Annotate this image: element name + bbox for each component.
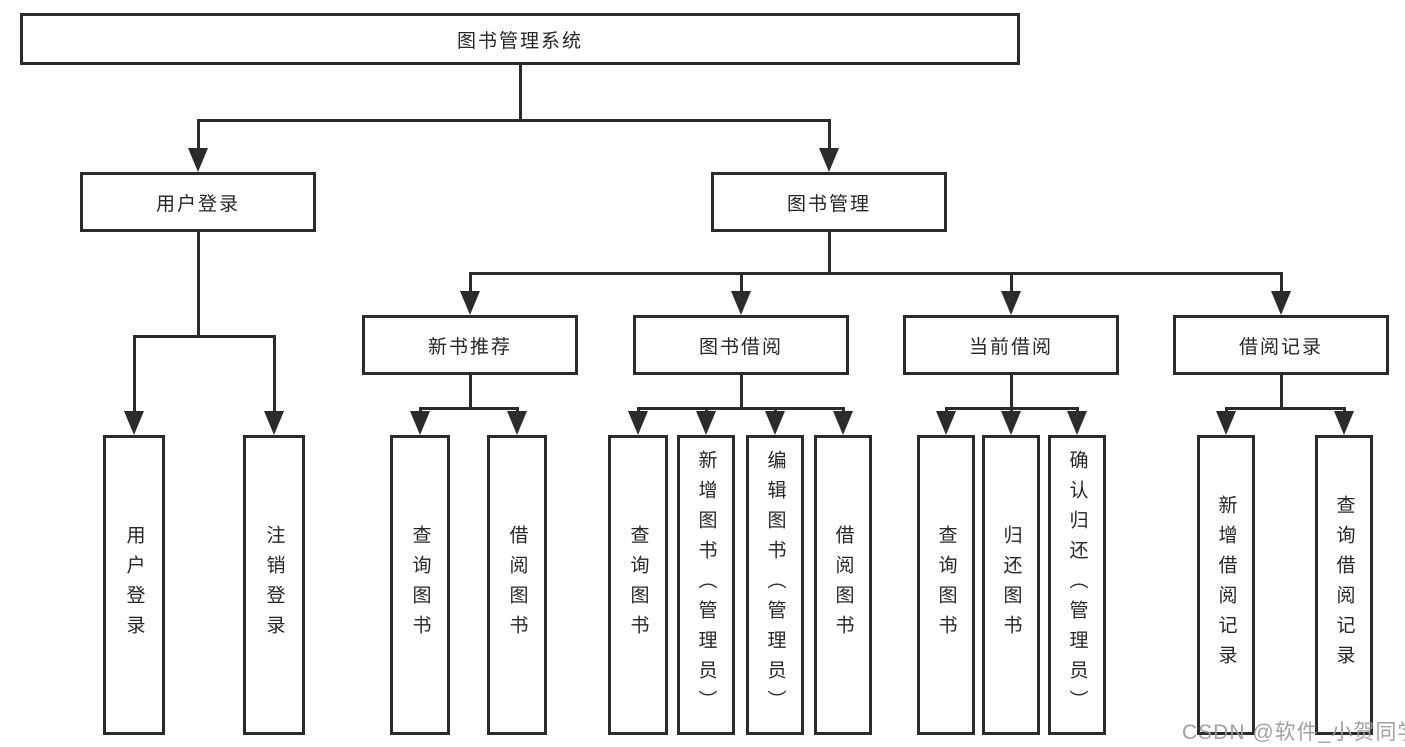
arrowhead-down-icon: [507, 411, 527, 435]
connector-line: [469, 375, 472, 407]
leaf-borrow-borrow-books: 借阅图书: [814, 435, 872, 735]
connector-line: [519, 65, 522, 119]
connector-line: [419, 407, 519, 410]
connector-line: [469, 272, 472, 293]
arrowhead-down-icon: [124, 411, 144, 435]
node-book-management: 图书管理: [711, 172, 947, 232]
node-label: 注销登录: [263, 525, 285, 645]
connector-line: [197, 232, 200, 335]
node-user-login: 用户登录: [80, 172, 316, 232]
connector-line: [133, 335, 275, 338]
leaf-borrow-add-books-admin: 新增图书（管理员）: [677, 435, 735, 735]
leaf-logout-login: 注销登录: [243, 435, 305, 735]
node-label: 用户登录: [123, 525, 145, 645]
connector-line: [1280, 272, 1283, 293]
node-label: 图书借阅: [698, 336, 783, 358]
arrowhead-down-icon: [188, 148, 208, 172]
connector-line: [740, 375, 743, 407]
node-label: 新增图书（管理员）: [695, 450, 717, 720]
node-label: 借阅记录: [1238, 336, 1323, 358]
arrowhead-down-icon: [410, 411, 430, 435]
node-label: 编辑图书（管理员）: [764, 450, 786, 720]
node-label: 归还图书: [1000, 525, 1022, 645]
node-label: 查询图书: [409, 525, 431, 645]
node-borrowing-records: 借阅记录: [1173, 315, 1389, 375]
connector-line: [197, 119, 831, 122]
connector-line: [133, 335, 136, 413]
arrowhead-down-icon: [731, 291, 751, 315]
leaf-newrec-query-books: 查询图书: [390, 435, 450, 735]
node-label: 借阅图书: [506, 525, 528, 645]
arrowhead-down-icon: [696, 411, 716, 435]
leaf-borrow-edit-books-admin: 编辑图书（管理员）: [746, 435, 804, 735]
connector-line: [1225, 407, 1346, 410]
node-label: 新书推荐: [427, 336, 512, 358]
arrowhead-down-icon: [1067, 411, 1087, 435]
connector-line: [1280, 375, 1283, 407]
arrowhead-down-icon: [765, 411, 785, 435]
arrowhead-down-icon: [264, 411, 284, 435]
connector-line: [828, 232, 831, 272]
node-label: 查询图书: [935, 525, 957, 645]
leaf-newrec-borrow-books: 借阅图书: [487, 435, 547, 735]
connector-line: [197, 119, 200, 152]
node-label: 当前借阅: [968, 336, 1053, 358]
connector-line: [1010, 272, 1013, 293]
arrowhead-down-icon: [833, 411, 853, 435]
arrowhead-down-icon: [460, 291, 480, 315]
arrowhead-down-icon: [1001, 291, 1021, 315]
arrowhead-down-icon: [819, 148, 839, 172]
connector-line: [273, 335, 276, 413]
node-current-borrowing: 当前借阅: [903, 315, 1119, 375]
connector-line: [637, 407, 845, 410]
leaf-current-confirm-return-admin: 确认归还（管理员）: [1048, 435, 1106, 735]
leaf-records-query-borrow-record: 查询借阅记录: [1315, 435, 1373, 735]
leaf-current-query-books: 查询图书: [917, 435, 975, 735]
node-label: 图书管理系统: [456, 30, 583, 52]
node-new-book-recommendation: 新书推荐: [362, 315, 578, 375]
node-label: 借阅图书: [832, 525, 854, 645]
node-label: 新增借阅记录: [1215, 495, 1237, 675]
arrowhead-down-icon: [1216, 411, 1236, 435]
leaf-current-return-books: 归还图书: [982, 435, 1040, 735]
connector-line: [740, 272, 743, 293]
arrowhead-down-icon: [1271, 291, 1291, 315]
csdn-watermark: CSDN @软件_小贺同学: [1182, 721, 1405, 744]
arrowhead-down-icon: [1334, 411, 1354, 435]
leaf-records-add-borrow-record: 新增借阅记录: [1197, 435, 1255, 735]
connector-line: [1010, 375, 1013, 407]
arrowhead-down-icon: [936, 411, 956, 435]
node-label: 查询借阅记录: [1333, 495, 1355, 675]
arrowhead-down-icon: [1001, 411, 1021, 435]
leaf-borrow-query-books: 查询图书: [608, 435, 668, 735]
connector-line: [469, 272, 1283, 275]
node-library-management-system: 图书管理系统: [20, 13, 1020, 65]
node-book-borrowing: 图书借阅: [633, 315, 849, 375]
node-label: 查询图书: [627, 525, 649, 645]
node-label: 用户登录: [155, 193, 240, 215]
node-label: 确认归还（管理员）: [1066, 450, 1088, 720]
connector-line: [828, 119, 831, 152]
leaf-user-login: 用户登录: [103, 435, 165, 735]
arrowhead-down-icon: [628, 411, 648, 435]
node-label: 图书管理: [786, 193, 871, 215]
